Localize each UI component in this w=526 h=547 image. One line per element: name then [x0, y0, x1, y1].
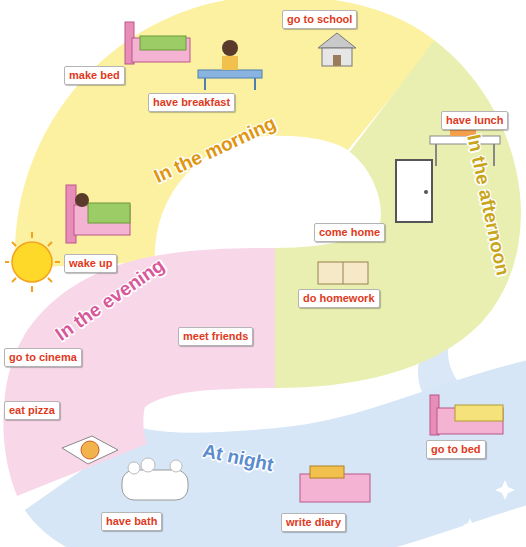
activity-text: meet friends [183, 330, 248, 343]
sun-rays [5, 232, 60, 292]
activity-label: go to bed [426, 440, 486, 459]
morning-band [85, 66, 392, 265]
afternoon-band [275, 96, 451, 318]
bathtub [122, 458, 188, 500]
activity-label: have bath [101, 512, 162, 531]
activity-text: go to bed [431, 443, 481, 456]
activity-text: write diary [286, 516, 341, 529]
activity-label: meet friends [178, 327, 253, 346]
activity-text: have breakfast [153, 96, 230, 109]
activity-text: go to school [287, 13, 352, 26]
table [198, 40, 262, 90]
sun [12, 242, 52, 282]
bed [125, 22, 190, 64]
activity-label: write diary [281, 513, 346, 532]
night-band [82, 428, 526, 503]
bed [66, 185, 130, 243]
activity-label: do homework [298, 289, 380, 308]
bed [430, 395, 503, 435]
activity-text: go to cinema [9, 351, 77, 364]
door [396, 160, 432, 222]
activity-text: wake up [69, 257, 112, 270]
star [495, 480, 515, 500]
activity-label: go to cinema [4, 348, 82, 367]
activity-label: go to school [282, 10, 357, 29]
bed [300, 466, 370, 502]
activity-label: eat pizza [4, 401, 60, 420]
activity-label: have lunch [441, 111, 508, 130]
book [318, 262, 368, 284]
activity-label: come home [314, 223, 385, 242]
activity-text: have bath [106, 515, 157, 528]
activity-text: make bed [69, 69, 120, 82]
activity-text: eat pizza [9, 404, 55, 417]
star [463, 518, 477, 532]
school-building [318, 33, 356, 66]
activity-text: have lunch [446, 114, 503, 127]
activity-text: come home [319, 226, 380, 239]
activity-label: have breakfast [148, 93, 235, 112]
pizza-box [62, 436, 118, 464]
activity-label: wake up [64, 254, 117, 273]
activity-text: do homework [303, 292, 375, 305]
activity-label: make bed [64, 66, 125, 85]
